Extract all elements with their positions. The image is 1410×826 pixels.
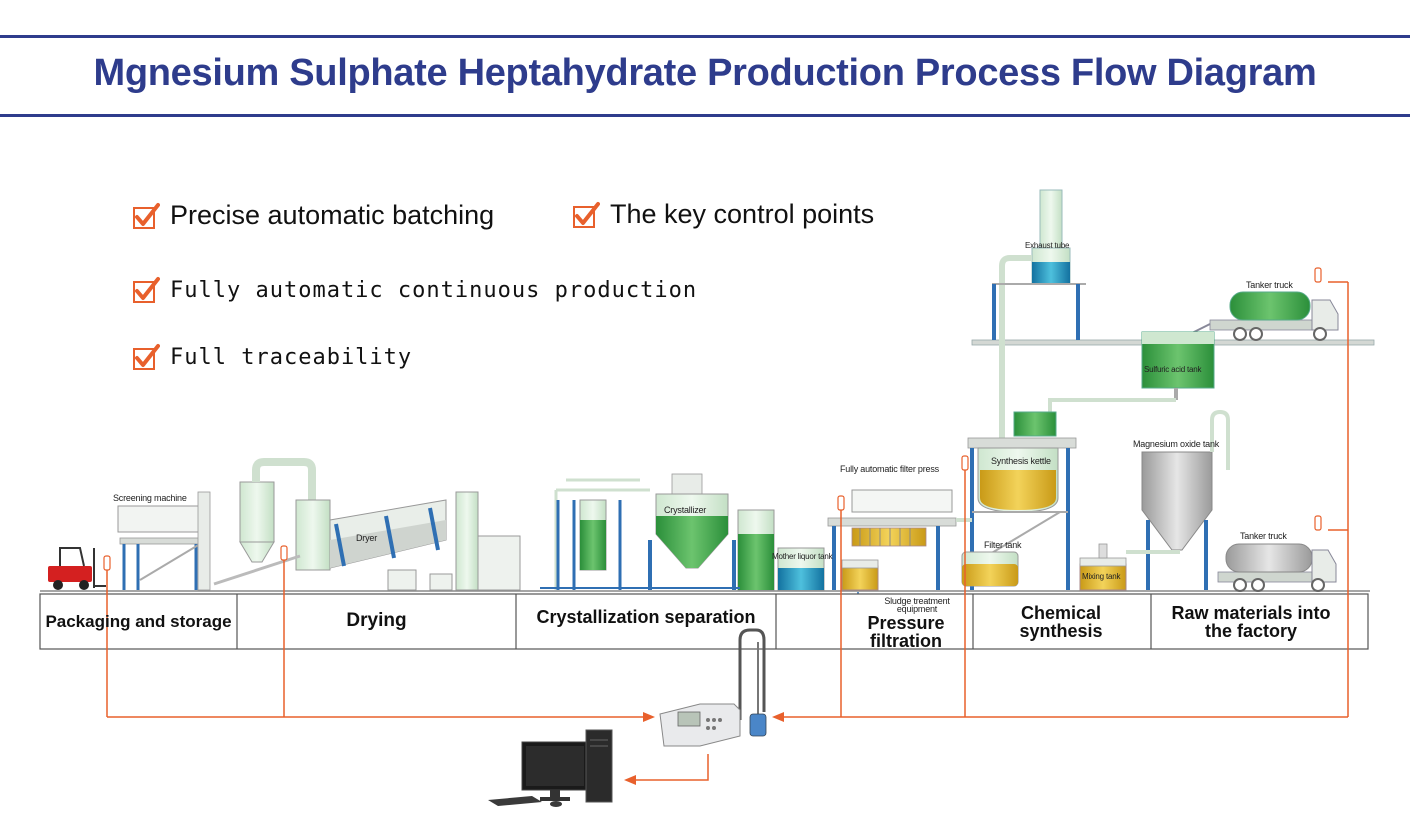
- caption-crystallizer: Crystallizer: [664, 505, 707, 515]
- caption-dryer: Dryer: [356, 533, 377, 543]
- caption-synthesis-kettle: Synthesis kettle: [991, 456, 1051, 466]
- filter-press: [827, 489, 972, 590]
- feature-label: The key control points: [610, 199, 875, 229]
- stage-chemical-synthesis: Chemical synthesis: [1019, 603, 1103, 641]
- title-bottom-rule: [0, 114, 1410, 117]
- feature-item: Fully automatic continuous production: [132, 276, 697, 304]
- feature-item: Full traceability: [132, 343, 412, 371]
- stage-pressure-filtration: Pressure filtration: [867, 613, 945, 651]
- caption-filter-press: Fully automatic filter press: [840, 464, 939, 474]
- signal-lines: [106, 281, 1349, 781]
- feature-label: Fully automatic continuous production: [170, 277, 698, 303]
- magnesium-oxide-tank: [1141, 409, 1230, 590]
- exhaust-tube: [992, 189, 1086, 440]
- stage-drying: Drying: [346, 610, 407, 631]
- caption-screening-machine: Screening machine: [113, 493, 187, 503]
- checkmark-icon: [133, 344, 160, 370]
- ph-meter-icon: [659, 628, 767, 747]
- feature-item: The key control points: [572, 199, 874, 230]
- forklift-icon: [48, 547, 106, 590]
- stage-bar: [39, 593, 1369, 650]
- stage-crystallization: Crystallization separation: [536, 607, 756, 627]
- feature-label: Precise automatic batching: [170, 200, 495, 230]
- feature-item: Precise automatic batching: [132, 200, 494, 231]
- crystallizer: [540, 473, 740, 590]
- sulfuric-acid-tank: [1048, 323, 1215, 430]
- synthesis-kettle: [967, 411, 1077, 590]
- computer-icon: [488, 729, 613, 807]
- title-top-rule: [0, 35, 1410, 38]
- checkmark-icon: [573, 201, 600, 228]
- caption-mixing-tank: Mixing tank: [1082, 572, 1121, 581]
- feature-label: Full traceability: [170, 344, 413, 370]
- checkmark-icon: [133, 202, 160, 229]
- signal-arrow-to-computer: [624, 775, 636, 785]
- tanker-truck-top: [1209, 291, 1339, 341]
- filter-tank: [961, 551, 1019, 587]
- dryer: [213, 458, 521, 591]
- mother-liquor-tank: [737, 509, 825, 591]
- signal-arrow-to-meter: [643, 712, 655, 722]
- sensor-probe-icon: [103, 267, 1322, 571]
- caption-exhaust-tube: Exhaust tube: [1025, 241, 1070, 250]
- caption-magnesium-oxide-tank: Magnesium oxide tank: [1133, 439, 1220, 449]
- caption-tanker-truck-bottom: Tanker truck: [1240, 531, 1287, 541]
- caption-filter-tank: Filter tank: [984, 540, 1022, 550]
- stage-packaging: Packaging and storage: [45, 612, 232, 631]
- caption-sulfuric-acid-tank: Sulfuric acid tank: [1144, 365, 1202, 374]
- mixing-tank: [1079, 543, 1180, 591]
- tanker-truck-bottom: [1217, 543, 1337, 592]
- checkmark-icon: [133, 277, 160, 303]
- sludge-treatment-equipment: [841, 559, 879, 605]
- caption-tanker-truck-top: Tanker truck: [1246, 280, 1293, 290]
- stage-raw-materials: Raw materials into the factory: [1171, 603, 1331, 641]
- caption-sludge-treatment: Sludge treatment equipment: [884, 596, 950, 614]
- signal-arrow-from-right: [772, 712, 784, 722]
- page-title: Mgnesium Sulphate Heptahydrate Productio…: [93, 52, 1317, 94]
- caption-mother-liquor-tank: Mother liquor tank: [772, 552, 833, 561]
- screening-machine: [117, 491, 211, 591]
